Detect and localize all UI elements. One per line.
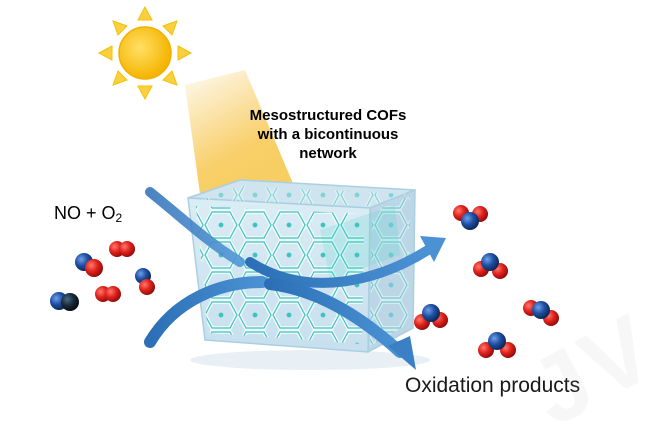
reactants-label: NO + O2: [54, 203, 122, 225]
no-molecule-icon: [75, 253, 103, 277]
title-line-3: network: [299, 145, 357, 162]
reactants-subscript: 2: [115, 211, 123, 225]
flow-arrow-top-left: [145, 187, 245, 267]
flow-arrow-bottom-right: [264, 278, 406, 358]
reactants-prefix: NO + O: [54, 203, 116, 223]
title-line-2: with a bicontinuous: [257, 126, 399, 143]
sun-icon: [97, 5, 193, 101]
no2-molecule-icon: [453, 205, 488, 230]
flow-arrow-top-right: [245, 245, 433, 288]
no2-molecule-icon: [414, 304, 448, 330]
diagram-canvas: [50, 5, 559, 370]
products-label: Oxidation products: [405, 374, 581, 397]
o2-molecule-icon: [95, 286, 121, 302]
flow-arrows: [144, 187, 433, 358]
title-line-1: Mesostructured COFs: [249, 107, 407, 124]
no2-molecule-icon: [473, 253, 508, 279]
no2-molecule-icon: [478, 332, 516, 358]
flow-arrow-bottom-left: [144, 276, 268, 348]
no-molecule-icon: [135, 268, 155, 295]
arrowhead-upper: [420, 236, 446, 262]
no-molecule-icon: [50, 292, 79, 311]
no2-molecule-icon: [523, 300, 559, 326]
o2-molecule-icon: [109, 241, 135, 257]
diagram-title: Mesostructured COFs with a bicontinuous …: [228, 106, 428, 163]
